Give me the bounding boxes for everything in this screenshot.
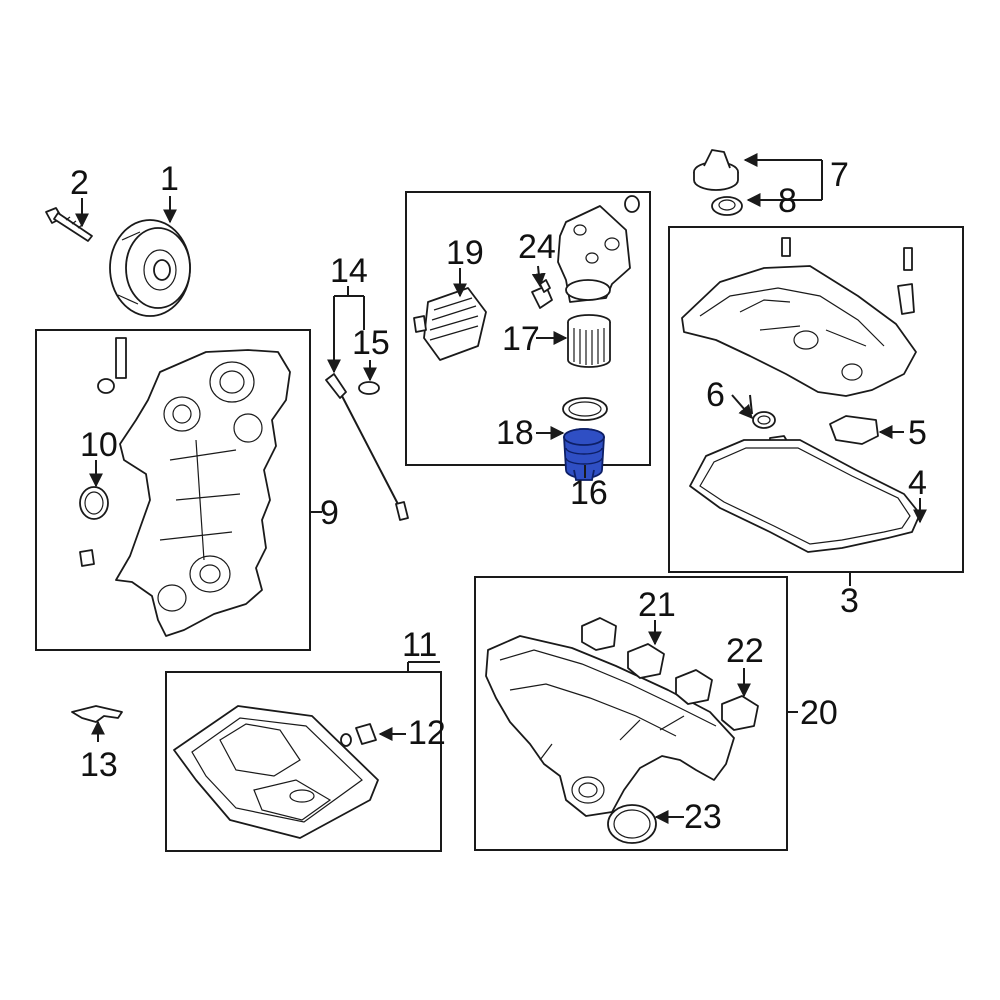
oil-pressure-sensor[interactable] [531,279,553,309]
callout-2: 2 [70,164,89,202]
callout-9: 9 [320,494,339,532]
filler-cap-seal[interactable] [711,196,743,216]
callout-16: 16 [570,474,608,512]
oil-filter-cap-highlighted[interactable] [563,428,605,481]
oil-pan[interactable] [173,705,379,839]
throttle-body-gasket[interactable] [607,804,657,844]
callout-10: 10 [80,426,118,464]
callout-18: 18 [496,414,534,452]
callout-13: 13 [80,746,118,784]
intake-manifold-group-frame [474,576,788,851]
callout-20: 20 [800,694,838,732]
callout-1: 1 [160,160,179,198]
callout-24: 24 [518,228,556,266]
oil-pan-group-frame [165,671,442,852]
oil-cooler[interactable] [413,287,487,361]
callout-17: 17 [502,320,540,358]
bracket[interactable] [71,705,123,723]
valve-cover[interactable] [681,237,917,397]
callout-4: 4 [908,464,927,502]
small-valve-cover-gasket[interactable] [829,415,879,445]
callout-11: 11 [402,626,437,664]
spark-plug-tube-seal[interactable] [752,411,776,429]
intake-manifold-gasket[interactable] [581,617,759,731]
callout-12: 12 [408,714,446,752]
oil-drain-plug[interactable] [340,723,377,747]
leader-lines [75,153,927,824]
valve-cover-group-frame [668,226,964,573]
timing-cover-seal[interactable] [79,486,109,520]
timing-cover[interactable] [79,337,291,637]
filter-housing-o-ring[interactable] [562,397,608,421]
valve-cover-gasket-inner [699,447,911,545]
callout-14: 14 [330,252,368,290]
callout-5: 5 [908,414,927,452]
oil-filter-housing-group-frame [405,191,651,466]
oil-filter-housing[interactable] [557,195,640,303]
callout-3: 3 [840,582,859,620]
callout-22: 22 [726,632,764,670]
callout-6: 6 [706,376,725,414]
callout-21: 21 [638,586,676,624]
callout-7: 7 [830,156,849,194]
oil-filter-element[interactable] [567,314,611,368]
oil-filler-cap[interactable] [693,149,739,191]
callout-19: 19 [446,234,484,272]
oil-dipstick[interactable] [325,373,409,521]
pulley-bolt[interactable] [45,207,93,242]
timing-cover-group-frame [35,329,311,651]
dipstick-o-ring[interactable] [358,381,380,395]
callout-8: 8 [778,182,797,220]
intake-manifold[interactable] [485,635,735,817]
crankshaft-pulley[interactable] [109,219,191,317]
callout-23: 23 [684,798,722,836]
callout-15: 15 [352,324,390,362]
